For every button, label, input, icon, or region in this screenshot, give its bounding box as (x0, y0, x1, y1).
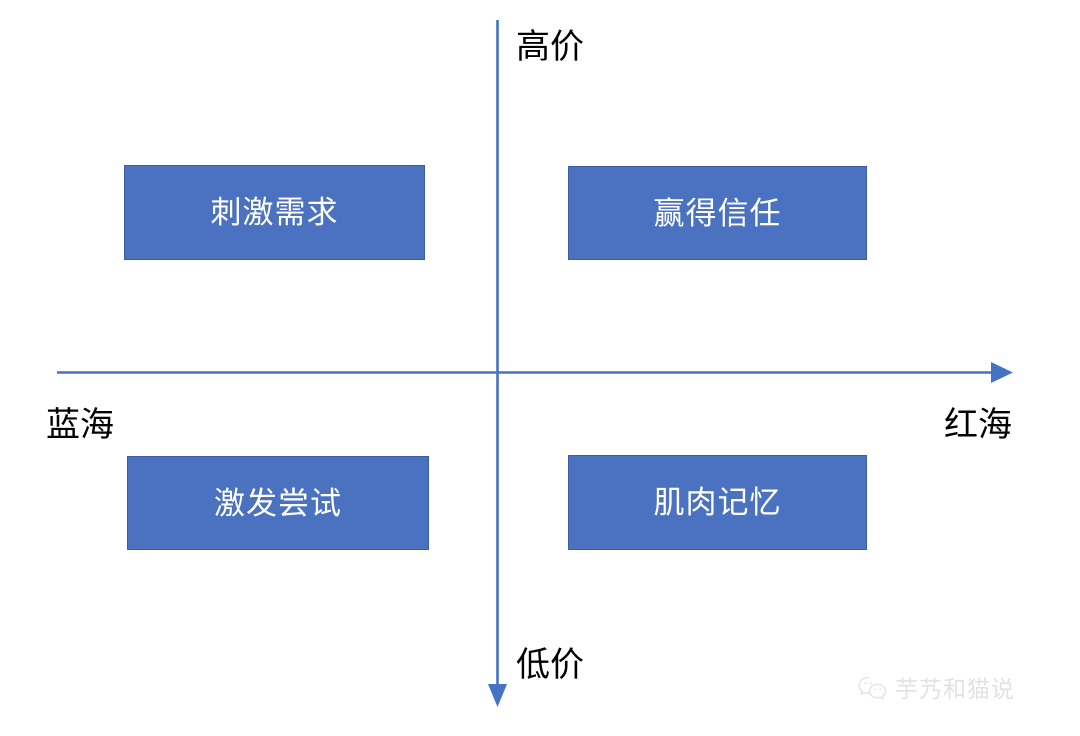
wechat-icon (858, 676, 887, 700)
quadrant-label-bottom-left: 激发尝试 (214, 485, 342, 521)
quadrant-box-bottom-right[interactable]: 肌肉记忆 (568, 455, 867, 550)
axis-label-red-ocean: 红海 (944, 406, 1012, 444)
quadrant-label-bottom-right: 肌肉记忆 (653, 485, 782, 520)
quadrant-box-top-left[interactable]: 刺激需求 (124, 165, 425, 260)
horizontal-axis-arrowhead (991, 362, 1013, 383)
watermark-text: 芋艿和猫说 (895, 675, 1015, 702)
axis-label-low-price: 低价 (516, 646, 584, 684)
watermark: 芋艿和猫说 (858, 676, 1015, 702)
quadrant-box-bottom-left[interactable]: 激发尝试 (127, 456, 429, 550)
quadrant-box-top-right[interactable]: 赢得信任 (568, 166, 867, 260)
axis-label-blue-ocean: 蓝海 (46, 406, 114, 444)
vertical-axis-arrowhead (488, 684, 507, 707)
quadrant-label-top-right: 赢得信任 (653, 195, 782, 231)
axis-label-high-price: 高价 (516, 28, 584, 66)
quadrant-label-top-left: 刺激需求 (210, 195, 339, 230)
